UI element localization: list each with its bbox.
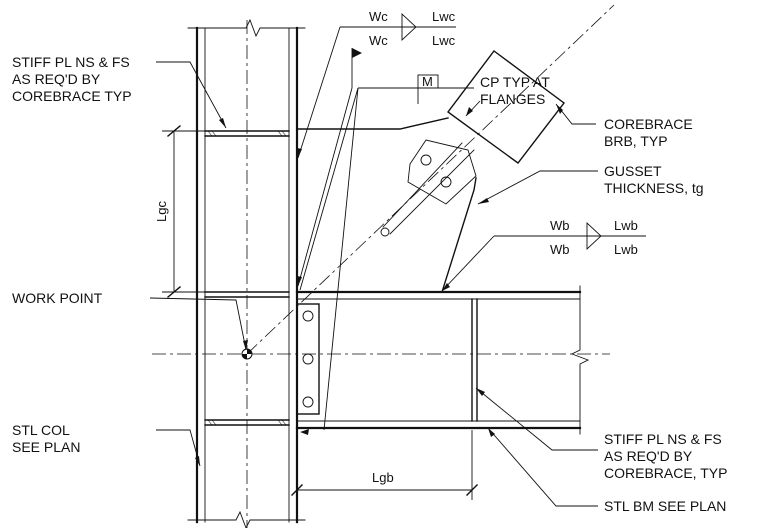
steel-column	[187, 18, 306, 528]
beam-weld-bottom-length: Lwb	[614, 242, 638, 257]
label-gusset: GUSSET THICKNESS, tg	[604, 163, 704, 196]
steel-beam	[295, 285, 590, 435]
dimension-lgc: Lgc	[154, 125, 205, 298]
label-steel-column: STL COL SEE PLAN	[12, 422, 80, 455]
field-weld-flag	[297, 48, 362, 287]
label-stiff-beam: STIFF PL NS & FS AS REQ'D BY COREBRACE, …	[604, 431, 727, 481]
beam-weld-bottom-size: Wb	[550, 242, 570, 257]
label-work-point: WORK POINT	[12, 290, 103, 306]
column-weld-bottom-length: Lwc	[432, 33, 456, 48]
m-flag-leader: M	[299, 74, 474, 431]
dimension-lgb: Lgb	[291, 430, 478, 500]
label-stiff-column: STIFF PL NS & FS AS REQ'D BY COREBRACE T…	[12, 54, 134, 104]
shear-tab	[296, 303, 320, 415]
dimension-lgc-label: Lgc	[154, 201, 169, 222]
work-point-symbol	[241, 348, 253, 360]
column-weld-top-length: Lwc	[432, 9, 456, 24]
label-cp-typ: CP TYP AT FLANGES	[480, 74, 553, 107]
centerlines	[152, 4, 615, 528]
label-steel-beam: STL BM SEE PLAN	[604, 498, 726, 514]
label-leaders	[149, 61, 598, 507]
column-weld-top-size: Wc	[369, 9, 388, 24]
dimension-lgb-label: Lgb	[372, 470, 394, 485]
gusset-plate	[296, 117, 477, 293]
column-weld-symbol: Wc Lwc Wc Lwc	[297, 9, 456, 159]
label-corebrace-brb: COREBRACE BRB, TYP	[604, 116, 697, 149]
m-flag-label: M	[422, 74, 433, 89]
column-weld-bottom-size: Wc	[369, 33, 388, 48]
beam-weld-top-length: Lwb	[614, 218, 638, 233]
beam-weld-top-size: Wb	[550, 218, 570, 233]
beam-weld-symbol: Wb Lwb Wb Lwb	[441, 218, 646, 292]
brb-casing	[380, 50, 565, 237]
